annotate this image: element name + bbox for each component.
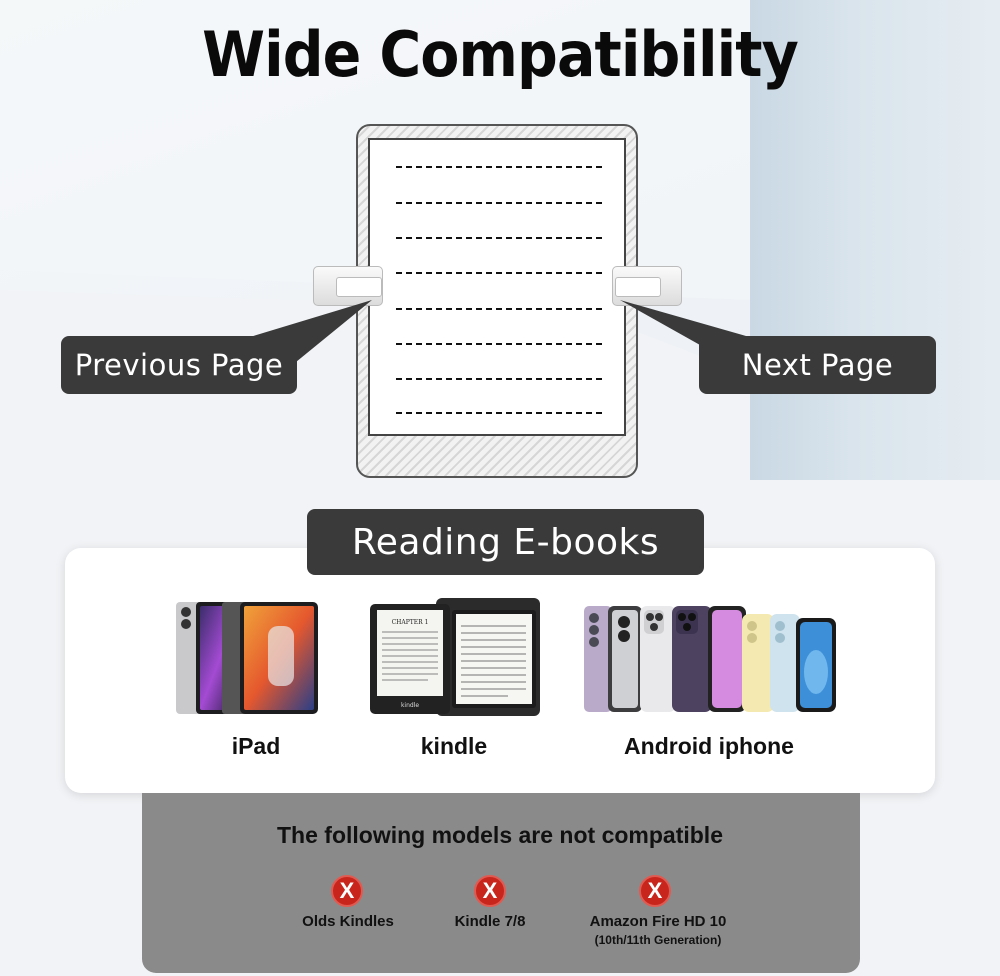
text-line bbox=[396, 166, 602, 168]
clip-tab bbox=[336, 277, 382, 297]
text-line bbox=[396, 343, 602, 345]
device-label-kindle: kindle bbox=[420, 733, 488, 759]
incompatible-item-kindle-7-8: Kindle 7/8 bbox=[454, 913, 526, 930]
x-icon: X bbox=[331, 875, 363, 907]
ereader-illustration bbox=[356, 124, 638, 478]
incompatible-item-fire-hd-10: Amazon Fire HD 10 bbox=[589, 913, 727, 930]
text-line bbox=[396, 412, 602, 414]
next-page-callout: Next Page bbox=[699, 336, 936, 394]
left-page-turner-clip bbox=[313, 266, 383, 306]
ipad-icon bbox=[176, 602, 318, 714]
text-line bbox=[396, 308, 602, 310]
incompatible-item-olds-kindles: Olds Kindles bbox=[302, 913, 394, 930]
text-line bbox=[396, 237, 602, 239]
ereader-screen bbox=[368, 138, 626, 436]
clip-tab bbox=[615, 277, 661, 297]
previous-page-callout: Previous Page bbox=[61, 336, 297, 394]
text-line bbox=[396, 272, 602, 274]
kindle-icon: CHAPTER 1 kindle bbox=[370, 598, 540, 716]
incompatible-heading: The following models are not compatible bbox=[277, 822, 723, 848]
x-icon: X bbox=[639, 875, 671, 907]
incompatible-item-fire-hd-10-generation: (10th/11th Generation) bbox=[594, 933, 722, 947]
text-line bbox=[396, 202, 602, 204]
device-label-android-iphone: Android iphone bbox=[624, 733, 794, 759]
device-label-ipad: iPad bbox=[231, 733, 281, 759]
x-icon: X bbox=[474, 875, 506, 907]
background-wall bbox=[750, 0, 1000, 480]
kindle-brand-text: kindle bbox=[401, 702, 419, 709]
section-title-pill: Reading E-books bbox=[307, 509, 704, 575]
kindle-chapter-text: CHAPTER 1 bbox=[392, 619, 429, 626]
page-title: Wide Compatibility bbox=[202, 18, 799, 91]
right-page-turner-clip bbox=[612, 266, 682, 306]
phones-icon bbox=[584, 606, 836, 712]
text-line bbox=[396, 378, 602, 380]
